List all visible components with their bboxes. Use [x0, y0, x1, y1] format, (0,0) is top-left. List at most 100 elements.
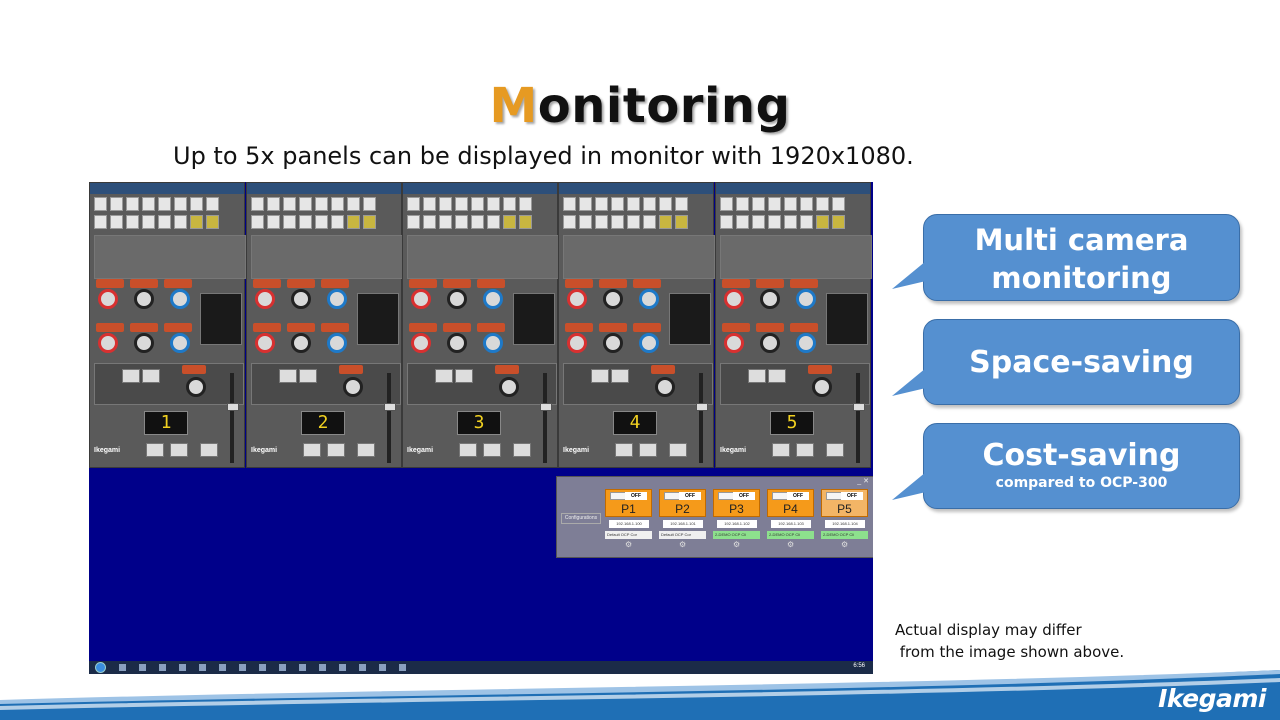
preset-off-label[interactable]: OFF [625, 492, 647, 500]
flare-knob[interactable] [603, 333, 623, 353]
preset-ip-field[interactable]: 192.168.1.104 [825, 520, 865, 528]
flare-knob[interactable] [411, 333, 431, 353]
scene-prev-button[interactable] [591, 369, 609, 383]
call-button[interactable] [796, 443, 814, 457]
iris-fader-handle[interactable] [696, 403, 708, 411]
taskbar-app-icon[interactable] [339, 664, 346, 671]
taskbar-app-icon[interactable] [159, 664, 166, 671]
taskbar-app-icon[interactable] [279, 664, 286, 671]
scene-next-button[interactable] [611, 369, 629, 383]
flare-knob[interactable] [291, 333, 311, 353]
gain-knob[interactable] [327, 289, 347, 309]
gain-knob[interactable] [134, 289, 154, 309]
scene-prev-button[interactable] [435, 369, 453, 383]
start-icon[interactable] [95, 662, 106, 673]
panel-button-row[interactable] [563, 197, 688, 211]
panel-button-row[interactable] [720, 197, 845, 211]
call-button[interactable] [327, 443, 345, 457]
configurations-label[interactable]: Configurations [561, 513, 601, 524]
taskbar-app-icon[interactable] [219, 664, 226, 671]
preset-off-label[interactable]: OFF [679, 492, 701, 500]
gain-knob[interactable] [170, 289, 190, 309]
preset-profile-select[interactable]: 2-DEMO OCP Cli [713, 531, 760, 539]
flare-knob[interactable] [255, 333, 275, 353]
taskbar-app-icon[interactable] [299, 664, 306, 671]
iris-fader-handle[interactable] [227, 403, 239, 411]
flare-knob[interactable] [724, 333, 744, 353]
panel-button-row[interactable] [407, 215, 532, 229]
taskbar-app-icon[interactable] [179, 664, 186, 671]
gain-knob[interactable] [567, 289, 587, 309]
taskbar-app-icon[interactable] [259, 664, 266, 671]
gain-knob[interactable] [724, 289, 744, 309]
flare-knob[interactable] [796, 333, 816, 353]
scene-next-button[interactable] [142, 369, 160, 383]
taskbar-app-icon[interactable] [139, 664, 146, 671]
panel-button-row[interactable] [720, 215, 845, 229]
flare-knob[interactable] [567, 333, 587, 353]
iris-fader-handle[interactable] [853, 403, 865, 411]
flare-knob[interactable] [170, 333, 190, 353]
digital-button[interactable] [826, 443, 844, 457]
preset-ip-field[interactable]: 192.168.1.103 [771, 520, 811, 528]
flare-knob[interactable] [760, 333, 780, 353]
scene-next-button[interactable] [299, 369, 317, 383]
preset-toggle[interactable] [772, 492, 788, 500]
gain-knob[interactable] [255, 289, 275, 309]
master-ped-knob[interactable] [655, 377, 675, 397]
gain-knob[interactable] [796, 289, 816, 309]
panel-button-row[interactable] [407, 197, 532, 211]
gain-knob[interactable] [411, 289, 431, 309]
preview-button[interactable] [772, 443, 790, 457]
preset-profile-select[interactable]: Default OCP Cor [605, 531, 652, 539]
preset-ip-field[interactable]: 192.168.1.100 [609, 520, 649, 528]
preset-toggle[interactable] [610, 492, 626, 500]
preset-profile-select[interactable]: 2-DEMO OCP Cli [767, 531, 814, 539]
panel-button-row[interactable] [251, 197, 376, 211]
taskbar-app-icon[interactable] [199, 664, 206, 671]
preset-profile-select[interactable]: Default OCP Cor [659, 531, 706, 539]
preview-button[interactable] [459, 443, 477, 457]
master-ped-knob[interactable] [343, 377, 363, 397]
preset-profile-select[interactable]: 2-DEMO OCP Cli [821, 531, 868, 539]
scene-prev-button[interactable] [748, 369, 766, 383]
preview-button[interactable] [303, 443, 321, 457]
flare-knob[interactable] [483, 333, 503, 353]
digital-button[interactable] [357, 443, 375, 457]
flare-knob[interactable] [327, 333, 347, 353]
taskbar-app-icon[interactable] [379, 664, 386, 671]
call-button[interactable] [170, 443, 188, 457]
scene-next-button[interactable] [455, 369, 473, 383]
taskbar-app-icon[interactable] [319, 664, 326, 671]
gear-icon[interactable]: ⚙ [841, 540, 849, 549]
preview-button[interactable] [146, 443, 164, 457]
scene-next-button[interactable] [768, 369, 786, 383]
gain-knob[interactable] [447, 289, 467, 309]
gain-knob[interactable] [603, 289, 623, 309]
scene-prev-button[interactable] [122, 369, 140, 383]
preset-toggle[interactable] [718, 492, 734, 500]
gain-knob[interactable] [291, 289, 311, 309]
gear-icon[interactable]: ⚙ [787, 540, 795, 549]
panel-button-row[interactable] [94, 215, 219, 229]
gain-knob[interactable] [483, 289, 503, 309]
iris-fader-handle[interactable] [540, 403, 552, 411]
taskbar-app-icon[interactable] [399, 664, 406, 671]
gear-icon[interactable]: ⚙ [679, 540, 687, 549]
call-button[interactable] [639, 443, 657, 457]
panel-button-row[interactable] [94, 197, 219, 211]
gain-knob[interactable] [760, 289, 780, 309]
preset-off-label[interactable]: OFF [841, 492, 863, 500]
gain-knob[interactable] [639, 289, 659, 309]
gear-icon[interactable]: ⚙ [625, 540, 633, 549]
flare-knob[interactable] [134, 333, 154, 353]
master-ped-knob[interactable] [812, 377, 832, 397]
